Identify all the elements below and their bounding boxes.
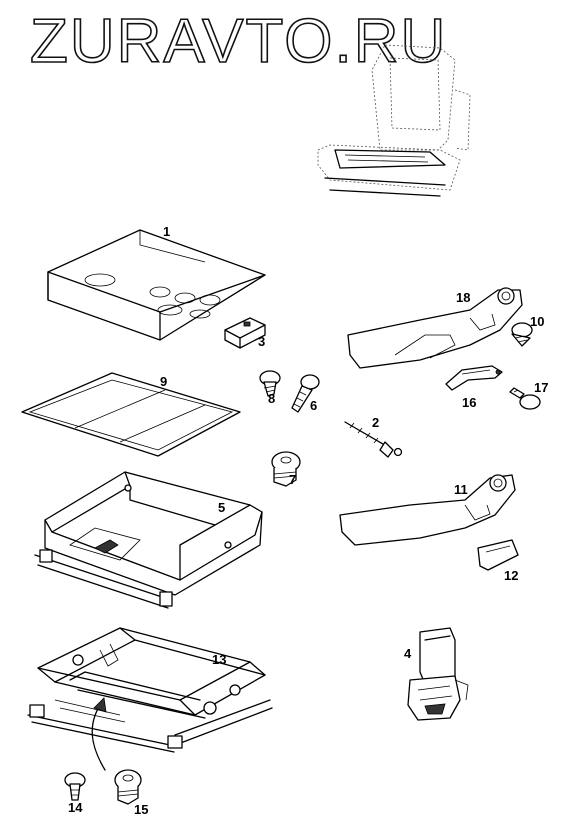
part-11-side-trim — [339, 474, 516, 546]
callout-15: 15 — [134, 802, 148, 817]
part-16-bracket — [445, 365, 503, 391]
callout-10: 10 — [530, 314, 544, 329]
part-14-screw — [64, 772, 86, 801]
part-9-seat-mat — [21, 372, 241, 457]
callout-3: 3 — [258, 334, 265, 349]
part-13-rail-frame — [27, 627, 273, 753]
part-8-screw — [259, 370, 281, 397]
part-18-side-trim — [347, 287, 523, 369]
part-15-screw — [114, 769, 142, 805]
callout-8: 8 — [268, 391, 275, 406]
part-1-seat-cushion — [47, 229, 266, 341]
callout-17: 17 — [534, 380, 548, 395]
part-12-cover — [477, 539, 519, 571]
reference-seat-illustration — [317, 44, 471, 197]
callout-18: 18 — [456, 290, 470, 305]
callout-2: 2 — [372, 415, 379, 430]
callout-12: 12 — [504, 568, 518, 583]
callout-13: 13 — [212, 652, 226, 667]
part-4-bracket — [407, 627, 469, 721]
callout-9: 9 — [160, 374, 167, 389]
callout-5: 5 — [218, 500, 225, 515]
callout-4: 4 — [404, 646, 412, 661]
callout-6: 6 — [310, 398, 317, 413]
part-2-long-screw — [344, 421, 403, 458]
part-5-seat-frame — [34, 471, 263, 609]
part-6-bolt — [291, 374, 320, 413]
part-10-screw — [511, 322, 533, 347]
assembly-arrow — [91, 697, 107, 771]
part-7-screw — [271, 451, 301, 487]
callout-16: 16 — [462, 395, 476, 410]
watermark-text: ZURAVTO.RU — [30, 7, 447, 76]
part-3-clip — [224, 317, 266, 349]
callout-14: 14 — [68, 800, 83, 815]
callout-11: 11 — [454, 482, 468, 497]
part-17-screw — [509, 387, 541, 410]
callout-1: 1 — [163, 224, 170, 239]
callout-7: 7 — [289, 472, 296, 487]
